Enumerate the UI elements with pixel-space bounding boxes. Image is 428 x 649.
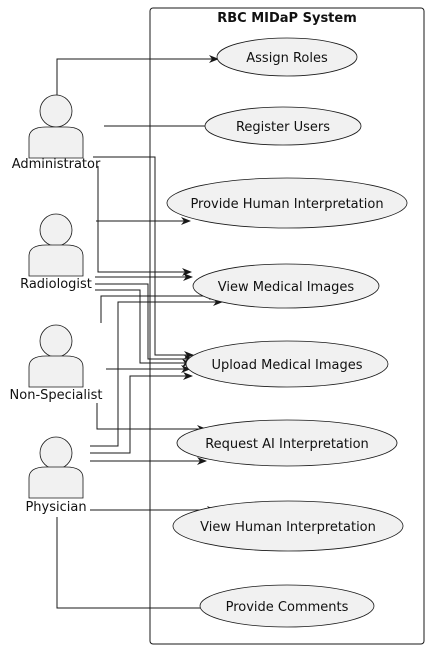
actor-label-physician: Physician: [25, 500, 86, 515]
actor-label-administrator: Administrator: [12, 157, 101, 172]
usecase-register-users: Register Users: [204, 106, 362, 146]
usecase-provide-human-interpretation: Provide Human Interpretation: [166, 177, 408, 229]
usecase-label: View Medical Images: [218, 280, 355, 295]
usecase-label: Provide Human Interpretation: [190, 197, 383, 212]
edge-admin-view-images: [97, 166, 192, 276]
system-boundary: RBC MIDaP System: [149, 7, 425, 645]
edge-nonspecialist-request-ai: [96, 403, 207, 433]
actor-body-icon: [28, 355, 84, 388]
system-title: RBC MIDaP System: [217, 11, 357, 26]
actor-non-specialist: Non-Specialist: [10, 324, 103, 403]
actor-label-non-specialist: Non-Specialist: [10, 388, 103, 403]
edge-admin-upload-images: [93, 156, 194, 359]
usecase-label: Assign Roles: [246, 51, 328, 66]
usecase-request-ai-interpretation: Request AI Interpretation: [176, 419, 398, 467]
actor-body-icon: [28, 466, 84, 499]
edge-physician-view-images: [90, 298, 223, 447]
usecase-label: Provide Comments: [226, 600, 349, 615]
actor-head-icon: [39, 436, 73, 470]
edge-admin-assign-roles: [56, 55, 219, 96]
actor-body-icon: [28, 244, 84, 277]
usecase-provide-comments: Provide Comments: [199, 584, 375, 628]
actor-physician: Physician: [25, 436, 87, 515]
actor-body-icon: [28, 126, 84, 159]
actor-label-radiologist: Radiologist: [20, 277, 92, 292]
edge-physician-upload: [90, 372, 193, 454]
edge-radiologist-upload-1: [95, 283, 194, 363]
usecase-label: Upload Medical Images: [211, 358, 362, 373]
usecase-upload-medical-images: Upload Medical Images: [185, 340, 389, 388]
actor-head-icon: [39, 213, 73, 247]
actor-head-icon: [39, 94, 73, 128]
usecase-label: Register Users: [236, 120, 330, 135]
actor-radiologist: Radiologist: [20, 213, 92, 292]
usecase-label: Request AI Interpretation: [205, 437, 369, 452]
edge-physician-provide-comments: [56, 517, 219, 612]
actor-head-icon: [39, 324, 73, 358]
associations: [56, 55, 223, 612]
usecase-view-medical-images: View Medical Images: [192, 263, 380, 309]
usecase-assign-roles: Assign Roles: [216, 37, 358, 77]
edge-radiologist-upload-2: [95, 289, 192, 367]
usecase-view-human-interpretation: View Human Interpretation: [172, 500, 404, 552]
usecase-label: View Human Interpretation: [200, 520, 376, 535]
edge-nonspecialist-view-images: [100, 292, 219, 323]
actor-administrator: Administrator: [12, 94, 101, 172]
